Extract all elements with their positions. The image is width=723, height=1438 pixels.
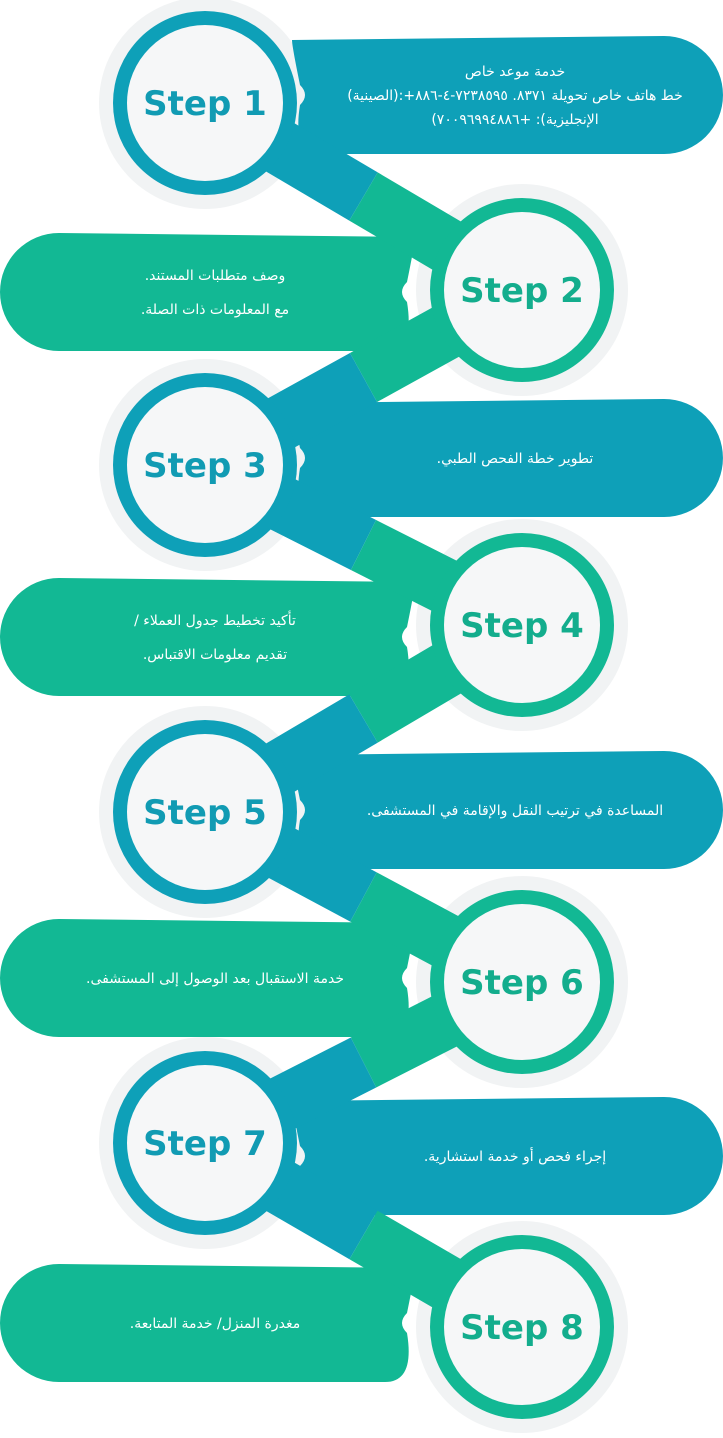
step-2-disc	[444, 212, 600, 368]
step-1-description-line: خدمة موعد خاص	[465, 64, 565, 80]
step-4-description-line: تقديم معلومات الاقتباس.	[143, 647, 287, 663]
ring-layer	[113, 11, 614, 1419]
text-layer: Step 1 خدمة موعد خاص خط هاتف خاص تحويلة ٨٣…	[86, 64, 683, 1348]
step-7-bubble	[292, 1097, 723, 1215]
step-4-disc	[444, 547, 600, 703]
step-3-bubble	[292, 399, 723, 517]
step-4-label: Step 4	[460, 606, 584, 646]
step-5-disc	[127, 734, 283, 890]
step-1-description-line: خط هاتف خاص تحويلة ٨٣٧١. ٧٢٣٨٥٩٥-٤-٨٨٦+:…	[347, 88, 683, 104]
step-8-bubble	[0, 1264, 415, 1382]
step-2-description-line: مع المعلومات ذات الصلة.	[141, 302, 289, 318]
step-6-disc	[444, 904, 600, 1060]
step-7-label: Step 7	[143, 1124, 267, 1164]
step-6-description-line: خدمة الاستقبال بعد الوصول إلى المستشفى.	[86, 971, 344, 987]
step-5-label: Step 5	[143, 793, 267, 833]
step-6-bubble	[0, 919, 415, 1037]
step-1-bubble	[292, 36, 723, 154]
step-3-label: Step 3	[143, 446, 267, 486]
step-2-label: Step 2	[460, 271, 584, 311]
step-3-description-line: تطوير خطة الفحص الطبي.	[437, 451, 594, 467]
step-5-bubble	[292, 751, 723, 869]
step-8-description-line: مغدرة المنزل/ خدمة المتابعة.	[130, 1316, 301, 1332]
step-1-label: Step 1	[143, 84, 267, 124]
step-7-disc	[127, 1065, 283, 1221]
step-8-disc	[444, 1249, 600, 1405]
step-8-label: Step 8	[460, 1308, 584, 1348]
step-2-bubble	[0, 233, 415, 351]
bubble-layer	[0, 36, 723, 1382]
step-5-description-line: المساعدة في ترتيب النقل والإقامة في المس…	[367, 803, 663, 819]
step-1-disc	[127, 25, 283, 181]
step-1-description-line: الإنجليزية): +٧٠٠٩٦٩٩٤٨٨٦)	[431, 112, 598, 128]
step-4-bubble	[0, 578, 415, 696]
step-7-description-line: إجراء فحص أو خدمة استشارية.	[424, 1147, 606, 1165]
step-4-description-line: تأكيد تخطيط جدول العملاء /	[134, 610, 296, 629]
step-6-label: Step 6	[460, 963, 584, 1003]
step-3-disc	[127, 387, 283, 543]
step-2-description-line: وصف متطلبات المستند.	[145, 268, 286, 284]
